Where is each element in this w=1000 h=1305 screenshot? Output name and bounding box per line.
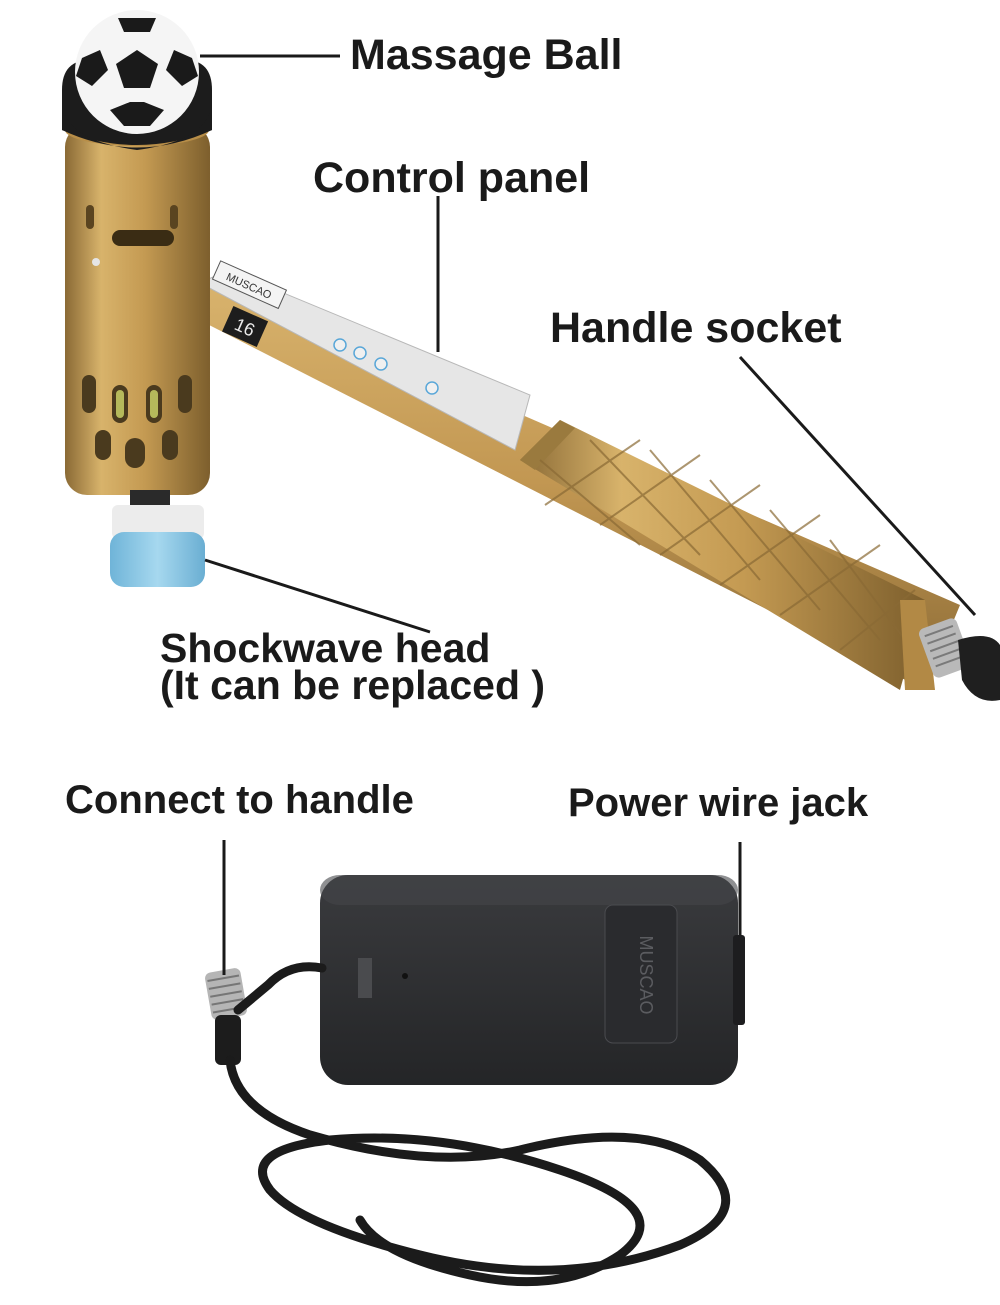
shockwave-head-note: (It can be replaced ) xyxy=(160,662,546,708)
handle-connector xyxy=(205,968,247,1065)
intens-button[interactable] xyxy=(374,357,388,371)
connect-to-handle-label: Connect to handle xyxy=(65,778,414,822)
shockwave-head-label: Shockwave head xyxy=(160,625,491,671)
output-button[interactable] xyxy=(425,381,439,395)
freq-button[interactable] xyxy=(353,346,367,360)
handle-shaft xyxy=(160,269,1000,701)
power-wire-jack xyxy=(733,935,745,1025)
shockwave-head xyxy=(110,490,205,587)
power-adapter: MUSCAO xyxy=(205,875,745,1287)
handle-socket-connector xyxy=(919,618,1000,701)
handle-socket-label: Handle socket xyxy=(550,304,842,352)
massage-ball-label: Massage Ball xyxy=(350,31,623,79)
control-panel-plate xyxy=(198,269,531,451)
power-wire-jack-label: Power wire jack xyxy=(568,781,869,825)
control-panel-label: Control panel xyxy=(313,154,591,202)
adapter-label-plate xyxy=(604,904,678,1044)
massage-ball xyxy=(62,10,212,150)
brand-badge xyxy=(211,260,288,310)
head-cylinder xyxy=(65,114,210,495)
leader-lines xyxy=(200,54,977,975)
segment-display xyxy=(222,305,269,348)
mode-button[interactable] xyxy=(333,338,347,352)
adapter-brand-text: MUSCAO xyxy=(636,935,656,1014)
power-indicator-led xyxy=(402,973,408,979)
grip xyxy=(520,420,925,690)
